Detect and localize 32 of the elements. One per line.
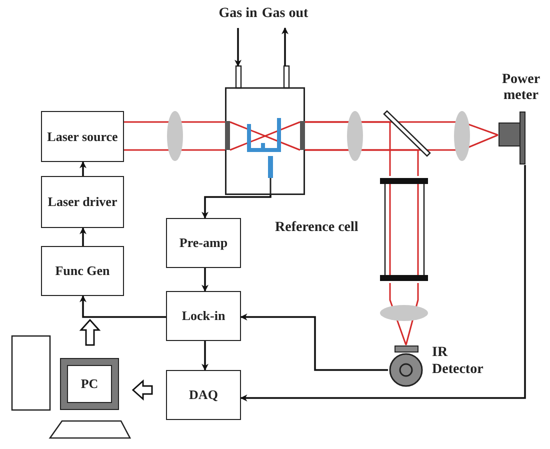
- instrument-box: [166, 291, 241, 341]
- reference-cell: [272, 176, 430, 283]
- instrument-box: [166, 218, 241, 268]
- monitor-screen: [60, 358, 119, 410]
- device-label: IR Detector: [432, 345, 484, 379]
- signal-arrow: [240, 165, 526, 402]
- signal-arrow: [202, 268, 208, 292]
- box-label: PC: [80, 376, 98, 392]
- signal-arrow: [80, 295, 166, 318]
- signal-arrow: [240, 314, 388, 371]
- instrument-box: [41, 246, 124, 296]
- instrument-box: [41, 111, 124, 162]
- device-label: Power meter: [500, 72, 542, 104]
- gas-flow-arrow: [282, 27, 288, 66]
- signal-arrow: [202, 195, 272, 219]
- box-label: DAQ: [189, 387, 218, 403]
- signal-arrow: [80, 161, 86, 176]
- hollow-arrow: [132, 379, 153, 401]
- instrument-box: [41, 176, 124, 228]
- box-label: Laser driver: [48, 194, 118, 210]
- hollow-arrow: [79, 318, 101, 346]
- signal-arrow: [80, 227, 86, 246]
- box-label: Lock-in: [182, 308, 226, 324]
- gas-flow-arrow: [234, 28, 242, 67]
- laser-beam: [123, 121, 226, 151]
- box-label: Laser source: [47, 128, 118, 144]
- laser-beam: [304, 121, 419, 177]
- device-label: Reference cell: [275, 220, 358, 236]
- signal-arrow: [202, 341, 208, 371]
- box-label: Pre-amp: [179, 235, 228, 251]
- instrument-box: [166, 370, 241, 420]
- box-label: Func Gen: [55, 263, 110, 279]
